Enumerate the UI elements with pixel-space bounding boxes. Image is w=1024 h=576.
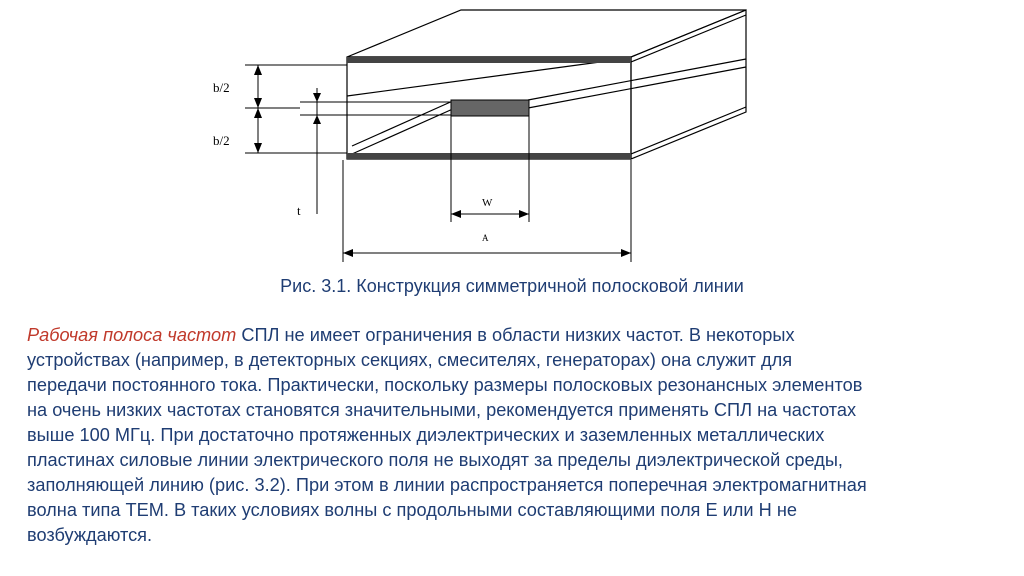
label-a: A: [482, 233, 489, 243]
bottom-plate-diagonal: [351, 107, 456, 155]
a-arrow-left: [343, 249, 353, 257]
paragraph-line: на очень низких частотах становятся знач…: [27, 400, 857, 420]
top-face: [346, 9, 747, 58]
b-arrow-mid-up: [254, 108, 262, 118]
b-arrow-mid-down: [254, 98, 262, 108]
bottom-ground-plate: [347, 153, 631, 159]
t-arrow-up: [313, 115, 321, 124]
paragraph-line: пластинах силовые линии электрического п…: [27, 450, 843, 470]
label-w: W: [482, 197, 493, 209]
b-arrow-bottom-down: [254, 143, 262, 153]
stripline-diagram: b/2 b/2 t W A: [213, 9, 747, 262]
label-b-half-bottom: b/2: [213, 133, 230, 148]
center-strip: [450, 99, 530, 117]
w-arrow-right: [519, 210, 529, 218]
right-face: [630, 9, 747, 160]
paragraph-line-text: СПЛ не имеет ограничения в области низки…: [236, 325, 795, 345]
paragraph-line: выше 100 МГц. При достаточно протяженных…: [27, 425, 825, 445]
label-t: t: [297, 203, 301, 218]
top-plate-diagonal: [346, 61, 601, 97]
bottom-plate-diagonal-upper: [351, 99, 456, 147]
b-arrow-top-up: [254, 65, 262, 75]
paragraph-line: возбуждаются.: [27, 525, 153, 545]
paragraph-line: устройствах (например, в детекторных сек…: [27, 350, 793, 370]
strip-depth-line-bottom: [527, 66, 747, 109]
t-arrow-down: [313, 93, 321, 102]
a-arrow-right: [621, 249, 631, 257]
w-arrow-left: [451, 210, 461, 218]
paragraph-line: передачи постоянного тока. Практически, …: [27, 375, 863, 395]
highlight-term: Рабочая полоса частот: [27, 325, 237, 345]
body-paragraph: Рабочая полоса частот СПЛ не имеет огран…: [27, 323, 1012, 548]
paragraph-line: волна типа ТЕМ. В таких условиях волны с…: [27, 500, 797, 520]
strip-depth-line-top: [527, 58, 747, 101]
top-ground-plate: [347, 57, 631, 63]
figure-caption: Рис. 3.1. Конструкция симметричной полос…: [280, 276, 744, 296]
label-b-half-top: b/2: [213, 80, 230, 95]
paragraph-line: Рабочая полоса частот СПЛ не имеет огран…: [27, 323, 1012, 348]
paragraph-line: заполняющей линию (рис. 3.2). При этом в…: [27, 475, 867, 495]
bottom-plate-depth-line: [630, 106, 747, 155]
top-plate-depth-line: [630, 14, 747, 63]
